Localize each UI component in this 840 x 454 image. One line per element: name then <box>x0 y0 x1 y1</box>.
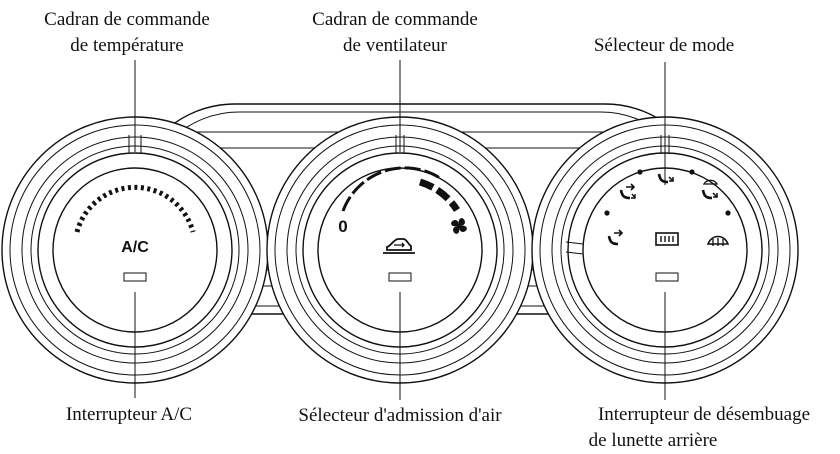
vent-face-feet-icon <box>619 183 636 200</box>
leader-lines <box>134 60 666 400</box>
vent-face-icon <box>607 229 624 246</box>
vent-feet-icon <box>657 173 674 184</box>
recirculation-indicator-light <box>388 272 412 282</box>
air-intake-label: Sélecteur d'admission d'air <box>298 405 502 426</box>
rear-defrost-icon[interactable] <box>655 232 679 246</box>
temp-dial-label-line2: de température <box>70 35 183 56</box>
temp-dial-label-line1: Cadran de commande <box>44 9 210 30</box>
fan-icon <box>451 218 467 234</box>
mode-selector-label: Sélecteur de mode <box>594 35 734 56</box>
ac-text: A/C <box>121 239 149 256</box>
rear-defog-indicator-light <box>655 272 679 282</box>
vent-feet-defrost-icon <box>701 179 719 200</box>
fan-dial-label-line1: Cadran de commande <box>312 9 478 30</box>
fan-dial-label-line2: de ventilateur <box>343 35 448 56</box>
mode-position-dots <box>604 169 731 216</box>
fan-speed-zero: 0 <box>338 217 347 236</box>
front-defrost-icon <box>706 235 730 246</box>
rear-defog-label-line1: Interrupteur de désembuage <box>598 404 810 425</box>
ac-indicator-light <box>123 272 147 282</box>
temperature-dial[interactable] <box>1 116 269 384</box>
ac-switch-label: Interrupteur A/C <box>66 404 192 425</box>
rear-defog-label-line2: de lunette arrière <box>589 430 718 451</box>
air-recirculation-icon[interactable] <box>383 238 415 254</box>
